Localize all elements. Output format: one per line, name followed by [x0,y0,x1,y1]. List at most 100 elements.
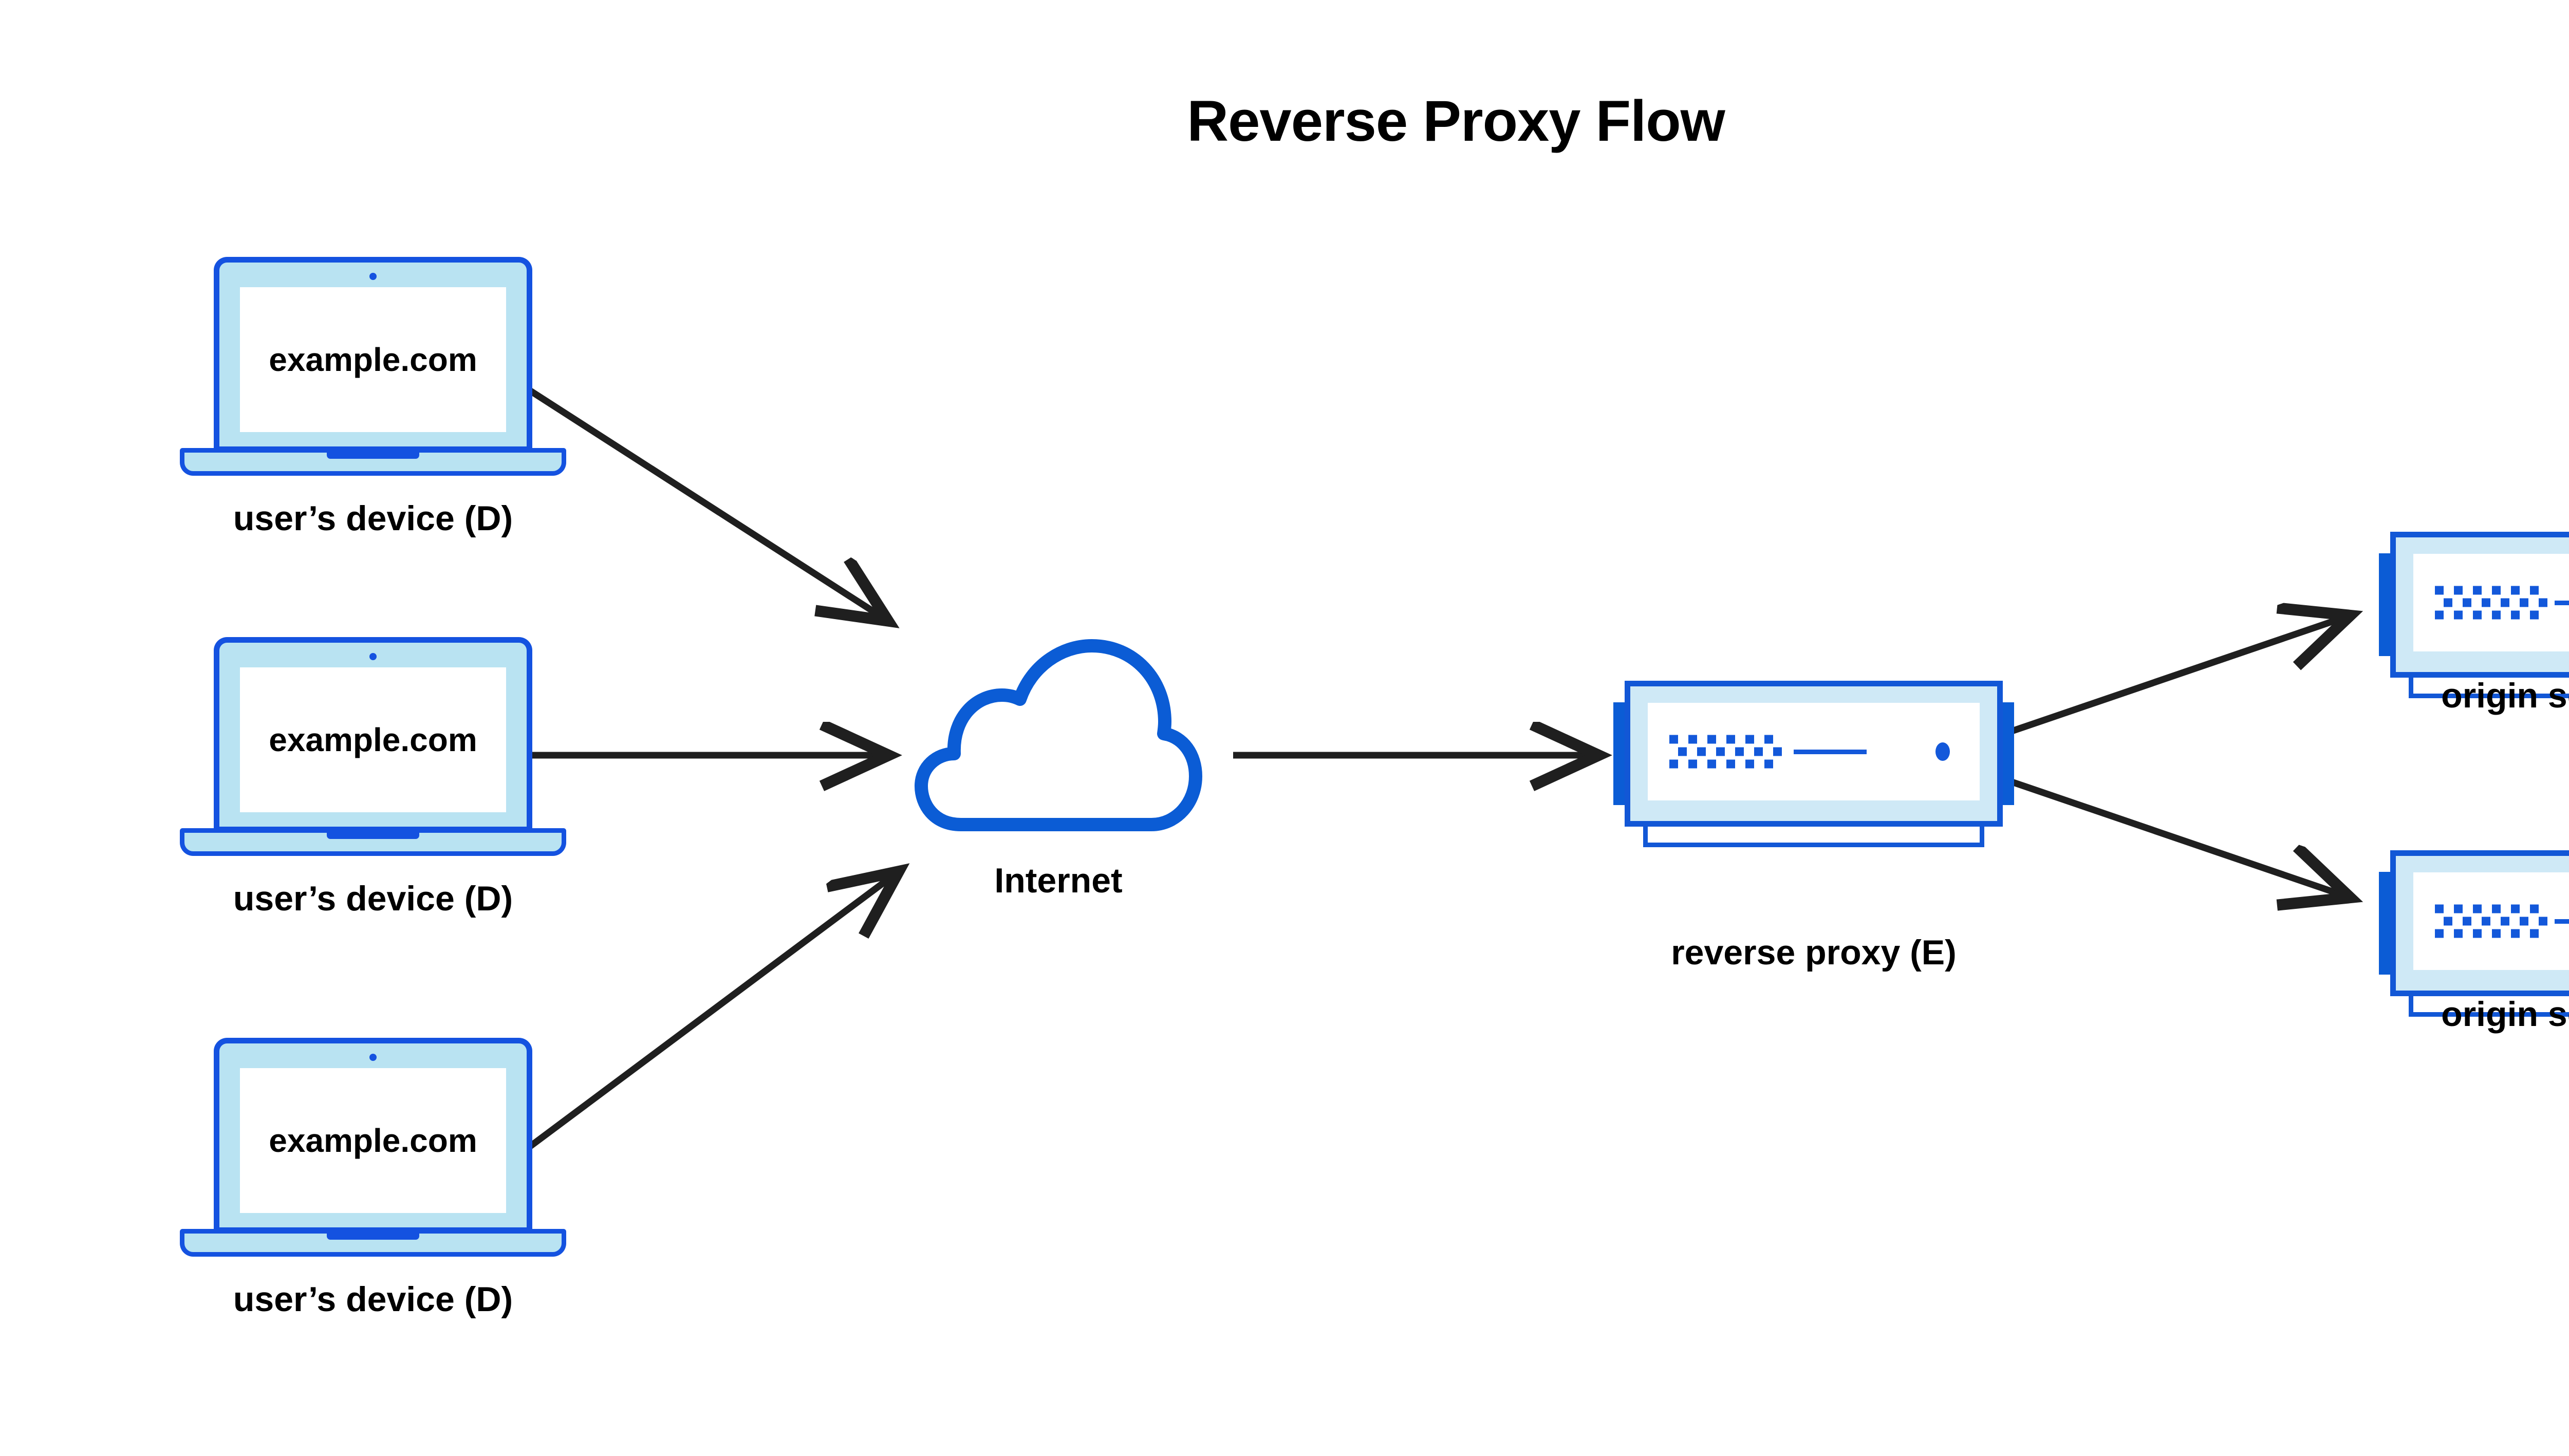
user-device-middle[interactable]: example.com [180,637,566,858]
trackpad-notch [327,833,419,839]
server-led-grid [2435,904,2547,938]
led-indicator [2492,586,2501,595]
led-indicator [2482,917,2490,926]
edge-device-bottom-to-internet [512,873,896,1162]
led-indicator [2492,610,2501,620]
screen-url-text: example.com [269,341,477,378]
webcam-icon [369,653,377,660]
laptop-base [180,448,566,476]
led-indicator [1707,735,1716,744]
led-indicator [1745,759,1754,769]
server-faceplate [1648,703,1980,800]
laptop-screen: example.com [240,287,506,432]
webcam-icon [369,1054,377,1061]
laptop-lid: example.com [214,257,532,452]
screen-url-text: example.com [269,721,477,758]
server-body [2390,532,2569,678]
led-indicator [2444,598,2452,607]
led-indicator [2435,929,2444,938]
led-indicator [2530,586,2539,595]
user-device-bottom[interactable]: example.com [180,1038,566,1259]
laptop-screen: example.com [240,1068,506,1213]
led-row [1669,759,1782,769]
led-indicator [2520,598,2528,607]
led-indicator [2511,929,2520,938]
user-device-top[interactable]: example.com [180,257,566,478]
label-user-device-bottom: user’s device (D) [233,1280,513,1319]
led-indicator [2501,598,2509,607]
led-indicator [2539,598,2547,607]
led-row [1669,735,1782,744]
led-row [1678,747,1782,756]
label-reverse-proxy: reverse proxy (E) [1671,933,1957,972]
origin-server-top[interactable] [2379,532,2569,698]
led-indicator [2454,586,2463,595]
led-indicator [1764,759,1773,769]
led-indicator [1726,759,1735,769]
server-status-bar [1794,750,1867,754]
led-indicator [2501,917,2509,926]
server-body [1625,681,2003,827]
edge-proxy-to-origin-top [2007,617,2347,736]
label-user-device-top: user’s device (D) [233,499,513,538]
led-row [2435,929,2547,938]
led-indicator [2511,904,2520,913]
server-faceplate [2413,872,2569,970]
webcam-icon [369,273,377,280]
led-indicator [2492,904,2501,913]
led-indicator [2511,610,2520,620]
led-indicator [1678,747,1687,756]
led-indicator [2520,917,2528,926]
edge-device-top-to-internet [512,377,885,619]
reverse-proxy-server[interactable] [1613,681,2014,850]
led-indicator [1707,759,1716,769]
led-indicator [1773,747,1782,756]
led-indicator [2473,586,2482,595]
laptop-base [180,828,566,856]
server-shelf [2409,993,2569,1017]
origin-server-bottom[interactable] [2379,850,2569,1017]
led-indicator [2530,904,2539,913]
led-indicator [2473,610,2482,620]
led-indicator [2454,610,2463,620]
trackpad-notch [327,453,419,459]
led-indicator [2435,904,2444,913]
label-internet: Internet [994,861,1123,900]
power-led-icon [1935,742,1950,761]
laptop-lid: example.com [214,1038,532,1233]
server-status-bar [2555,919,2569,924]
led-indicator [2492,929,2501,938]
led-row [2444,917,2547,926]
led-indicator [2463,598,2471,607]
led-row [2444,598,2547,607]
cloud-icon[interactable] [912,634,1205,835]
server-led-grid [2435,586,2547,620]
led-row [2435,586,2547,595]
led-indicator [1669,759,1678,769]
screen-url-text: example.com [269,1122,477,1159]
laptop-lid: example.com [214,637,532,832]
laptop-screen: example.com [240,667,506,812]
led-indicator [2444,917,2452,926]
trackpad-notch [327,1234,419,1240]
led-indicator [1726,735,1735,744]
server-faceplate [2413,554,2569,651]
led-indicator [2463,917,2471,926]
label-origin-server-bottom: origin server (F) [2441,995,2569,1034]
led-indicator [2473,929,2482,938]
led-indicator [1754,747,1763,756]
led-indicator [2454,904,2463,913]
led-indicator [1716,747,1725,756]
edge-proxy-to-origin-bottom [2007,777,2347,897]
led-indicator [1697,747,1706,756]
server-shelf [1643,824,1984,847]
led-indicator [1688,759,1697,769]
led-indicator [2511,586,2520,595]
led-indicator [2482,598,2490,607]
led-indicator [1669,735,1678,744]
led-indicator [2539,917,2547,926]
server-body [2390,850,2569,996]
led-indicator [2435,586,2444,595]
